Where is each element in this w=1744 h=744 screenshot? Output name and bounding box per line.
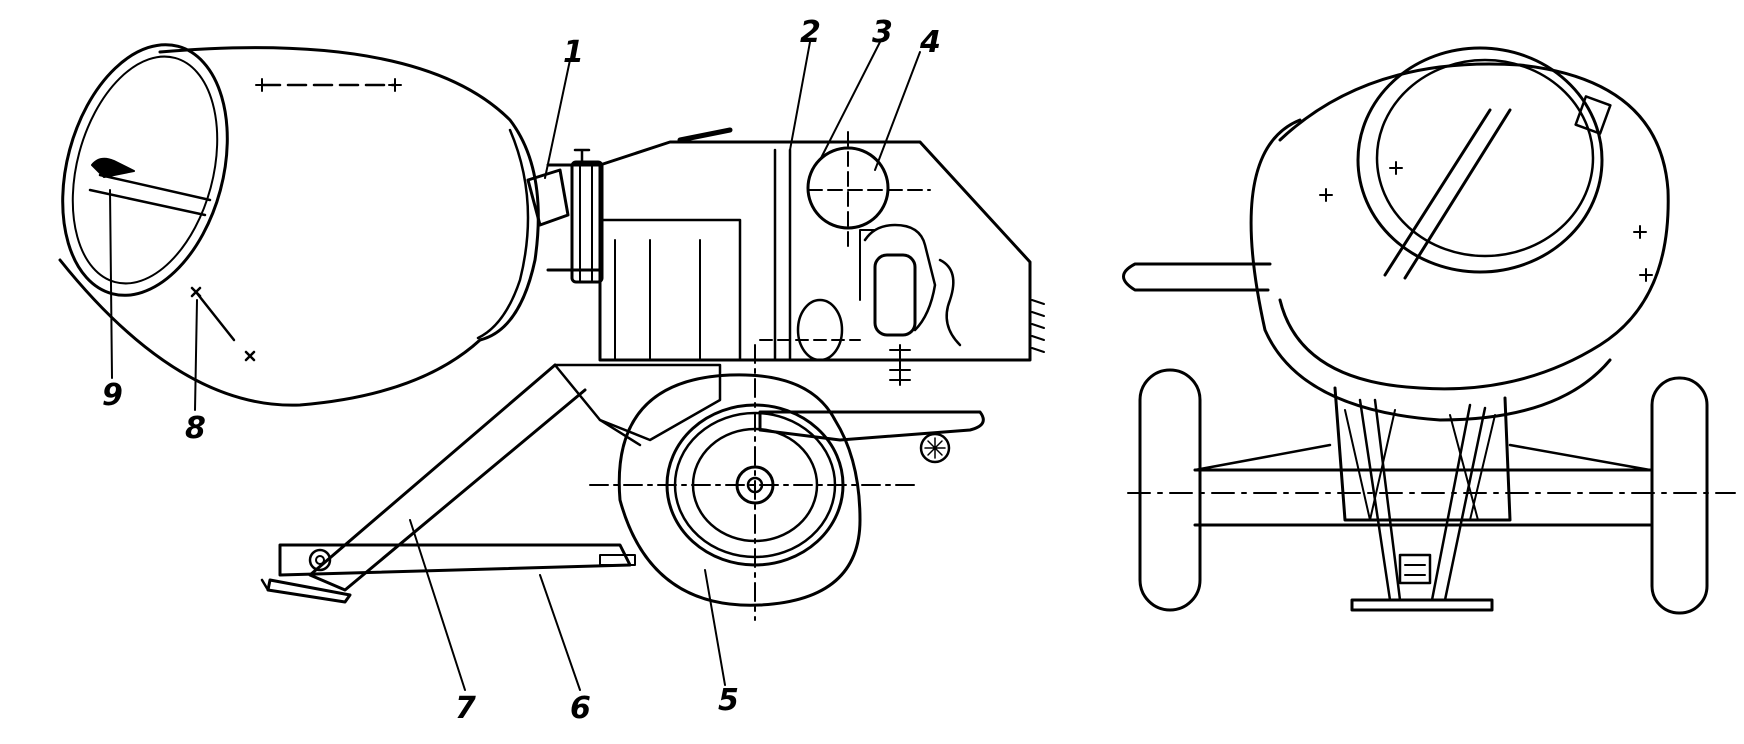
tow-bar [260, 543, 636, 604]
front-axle [1127, 443, 1736, 527]
drum-shaft-bearing [526, 148, 604, 284]
callout-5: 5 [718, 683, 739, 718]
chassis-base [758, 410, 985, 464]
front-support [1333, 386, 1512, 612]
side-view: 1 2 3 4 5 6 7 8 9 [58, 15, 1045, 726]
front-wheel-left [1138, 368, 1202, 612]
engine [759, 223, 962, 386]
callout-4: 4 [919, 25, 941, 60]
motor-housing [598, 127, 1045, 362]
callout-2: 2 [800, 15, 821, 50]
callout-1: 1 [563, 35, 584, 70]
motor-pulley [806, 131, 931, 251]
callout-8: 8 [185, 411, 206, 446]
front-wheel-right [1650, 376, 1709, 615]
callout-6: 6 [570, 691, 591, 726]
callout-labels: 1 2 3 4 5 6 7 8 9 [102, 15, 941, 726]
front-drum [1249, 46, 1670, 422]
callout-9: 9 [102, 378, 123, 413]
wheel [589, 344, 921, 621]
callout-3: 3 [872, 15, 893, 50]
front-handle [1122, 262, 1272, 292]
callout-7: 7 [455, 691, 476, 726]
drawbar [308, 363, 722, 592]
callout-leaders [109, 41, 921, 691]
front-view [1122, 46, 1736, 615]
